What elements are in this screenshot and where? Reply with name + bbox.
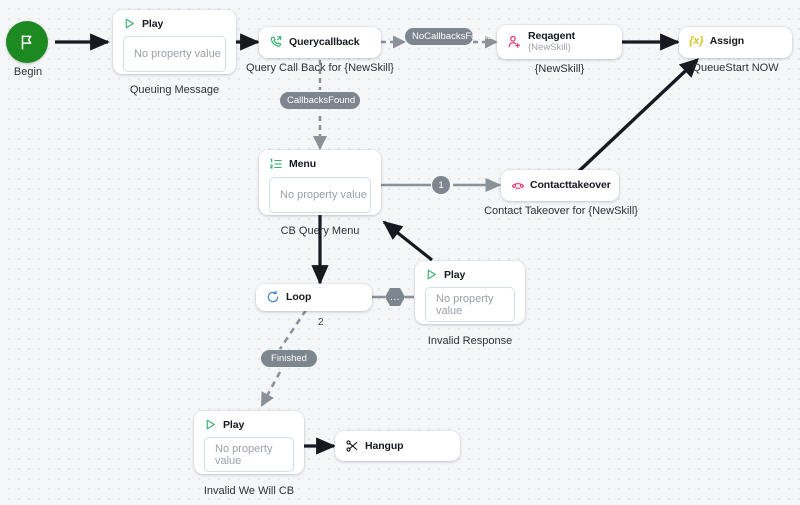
edge-label-menu-option-one[interactable]: 1 — [432, 176, 450, 194]
node-contacttakeover[interactable]: Contacttakeover — [501, 170, 619, 201]
node-header: Play — [415, 261, 525, 287]
node-title: Hangup — [365, 440, 404, 452]
edge-invalid-response-to-menu — [382, 220, 433, 262]
caption-queuing-message: Queuing Message — [129, 84, 220, 96]
play-icon — [425, 268, 438, 281]
node-cb-query-menu[interactable]: Menu No property value — [259, 150, 381, 215]
node-title: Querycallback — [289, 36, 360, 48]
property-value-box[interactable]: No property value — [425, 287, 515, 322]
property-value-box[interactable]: No property value — [123, 36, 226, 72]
node-header: Loop — [256, 284, 372, 310]
node-header: Contacttakeover — [501, 170, 619, 198]
begin-node[interactable] — [6, 21, 48, 63]
node-title: Reqagent — [528, 30, 576, 42]
agent-add-icon — [507, 34, 522, 49]
node-header: Menu — [259, 150, 381, 177]
edge-label-callbacks-found[interactable]: CallbacksFound — [280, 92, 360, 109]
node-title: Play — [223, 418, 245, 431]
play-icon — [123, 17, 136, 30]
caption-invalid-response: Invalid Response — [427, 335, 513, 347]
property-value-box[interactable]: No property value — [204, 437, 294, 472]
assign-variable-icon: {x} — [689, 35, 704, 47]
loop-icon — [266, 290, 280, 304]
node-loop[interactable]: Loop — [256, 284, 372, 311]
node-title: Play — [142, 17, 164, 30]
phone-takeover-icon — [511, 178, 525, 192]
caption-cb-query-menu: CB Query Menu — [280, 225, 360, 237]
flag-icon — [18, 33, 36, 51]
node-header: Hangup — [335, 431, 460, 459]
node-title: Play — [444, 268, 466, 281]
edge-finished-to-invalid-we-will-cb — [260, 371, 282, 407]
property-value-text: No property value — [215, 442, 273, 467]
node-hangup[interactable]: Hangup — [335, 431, 460, 461]
node-title: Loop — [286, 291, 312, 303]
node-title-block: Reqagent {NewSkill} — [528, 30, 575, 53]
edge-label-loop-count: 2 — [318, 317, 324, 328]
edge-contacttakeover-to-assign — [576, 58, 699, 174]
property-value-text: No property value — [134, 48, 221, 60]
node-queuing-message[interactable]: Play No property value — [113, 10, 236, 74]
edge-label-loop-ellipsis[interactable]: ... — [385, 288, 405, 306]
node-title: Menu — [289, 158, 317, 170]
node-querycallback[interactable]: Querycallback — [259, 27, 381, 58]
node-assign[interactable]: {x} Assign — [679, 27, 792, 58]
property-value-box[interactable]: No property value — [269, 177, 371, 213]
caption-reqagent: {NewSkill} — [534, 63, 585, 75]
node-header: Play — [113, 10, 236, 36]
caption-invalid-we-will-cb: Invalid We Will CB — [203, 485, 295, 497]
caption-contacttakeover: Contact Takeover for {NewSkill} — [484, 205, 638, 217]
play-icon — [204, 418, 217, 431]
numbered-list-icon — [269, 157, 283, 171]
caption-querycallback: Query Call Back for {NewSkill} — [246, 62, 394, 74]
node-title: Assign — [709, 35, 745, 47]
property-value-text: No property value — [436, 292, 494, 317]
scissors-icon — [345, 439, 359, 453]
node-header: Querycallback — [259, 27, 381, 55]
phone-callback-icon — [269, 35, 283, 49]
node-header: Play — [194, 411, 304, 437]
node-title: Contacttakeover — [530, 179, 611, 191]
node-header: {x} Assign — [679, 27, 792, 53]
edge-label-finished[interactable]: Finished — [261, 350, 317, 367]
edge-loop-to-finished — [278, 309, 308, 350]
node-reqagent[interactable]: Reqagent {NewSkill} — [497, 25, 622, 59]
node-header: Reqagent {NewSkill} — [497, 25, 622, 58]
begin-caption: Begin — [13, 66, 43, 78]
property-value-text: No property value — [280, 189, 367, 201]
node-invalid-response[interactable]: Play No property value — [415, 261, 525, 324]
caption-assign: QueueStart NOW — [692, 62, 779, 74]
edge-label-no-callbacks-found[interactable]: NoCallbacksFound — [405, 28, 492, 45]
node-subtitle: {NewSkill} — [528, 42, 571, 53]
node-invalid-we-will-cb[interactable]: Play No property value — [194, 411, 304, 474]
